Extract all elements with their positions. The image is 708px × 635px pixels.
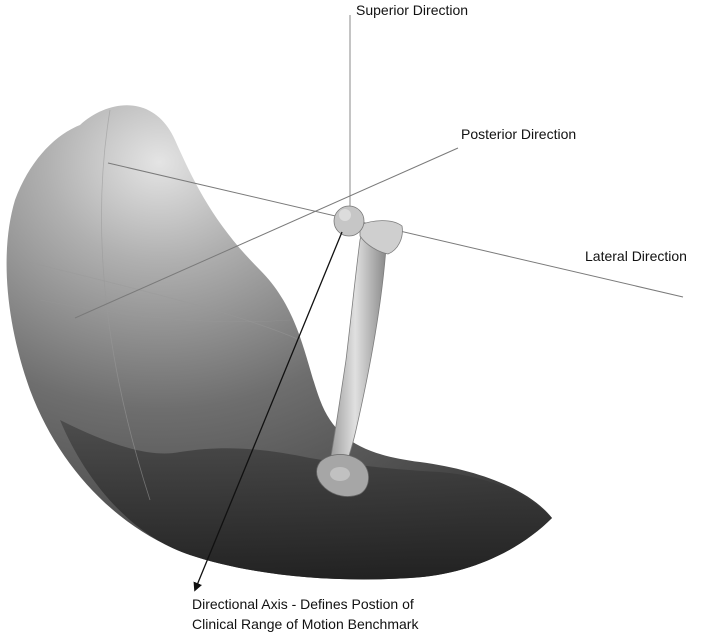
- directional-axis-label-line1: Directional Axis - Defines Postion of: [192, 596, 414, 612]
- directional-axis-arrow: [193, 231, 343, 592]
- surface-inner-lobe: [60, 420, 552, 580]
- surface-grid-line: [101, 109, 151, 501]
- posterior-axis-line: [74, 147, 459, 319]
- surface-grid-line: [19, 259, 301, 341]
- surface-grid-line: [39, 299, 291, 323]
- superior-direction-label: Superior Direction: [356, 2, 469, 18]
- directional-axis-label-line2: Clinical Range of Motion Benchmark: [192, 616, 419, 632]
- directional-axis-label: Directional Axis - Defines Postion of Cl…: [192, 594, 418, 634]
- posterior-direction-label: Posterior Direction: [461, 126, 577, 142]
- lateral-direction-label: Lateral Direction: [585, 248, 687, 264]
- femur-bone: [316, 205, 403, 497]
